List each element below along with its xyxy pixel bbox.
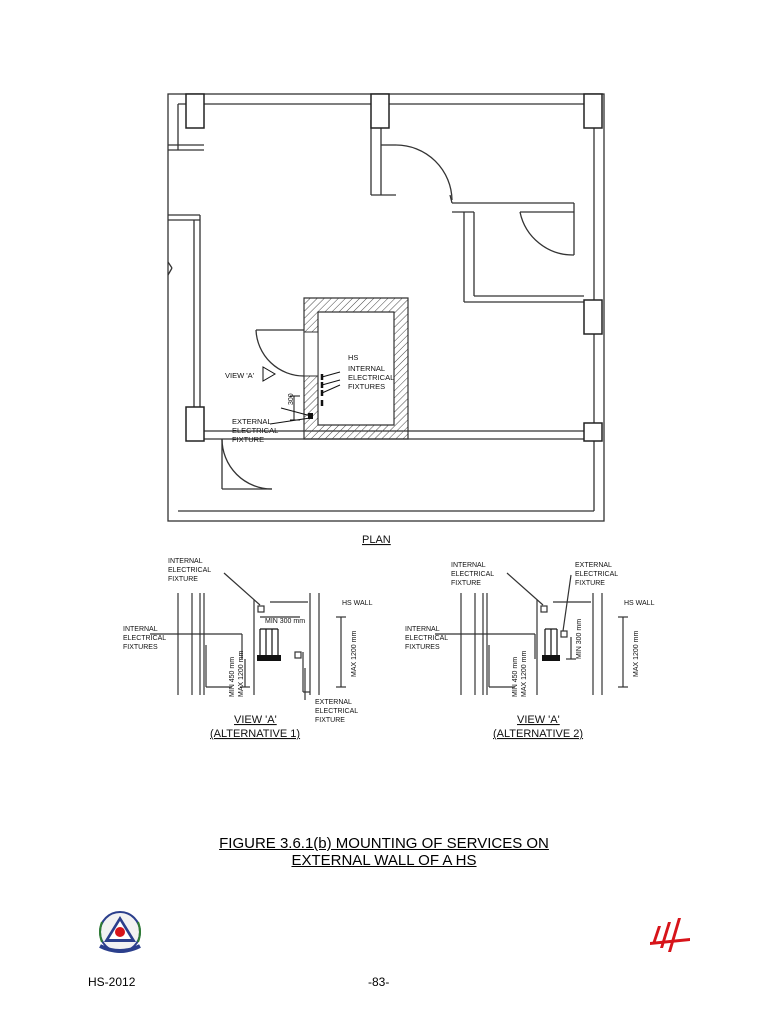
- external-fixture-l3: FIXTURE: [232, 435, 264, 444]
- hs-label: HS: [348, 353, 358, 362]
- alt1-internal-fixtures-l1: INTERNAL: [123, 626, 158, 633]
- alt2-max-1200a: MAX 1200 mm: [521, 651, 528, 697]
- hs-shelter: [303, 297, 409, 440]
- alt2-internal-fixture-l3: FIXTURE: [451, 580, 481, 587]
- alt2-internal-fixtures-l3: FIXTURES: [405, 644, 440, 651]
- internal-fixtures-l3: FIXTURES: [348, 382, 385, 391]
- figure-caption-line1: FIGURE 3.6.1(b) MOUNTING OF SERVICES ON: [219, 835, 549, 852]
- alt1-external-fixture-l2: ELECTRICAL: [315, 708, 358, 715]
- external-fixture-l1: EXTERNAL: [232, 417, 272, 426]
- view-a-alternative-2: INTERNAL ELECTRICAL FIXTURE EXTERNAL ELE…: [405, 562, 655, 740]
- dimension-300: 300: [288, 393, 295, 405]
- alt2-internal-fixtures-l2: ELECTRICAL: [405, 635, 448, 642]
- alt1-internal-fixtures-l3: FIXTURES: [123, 644, 158, 651]
- alt1-max-1200b: MAX 1200 mm: [351, 631, 358, 677]
- alt1-internal-fixture-l2: ELECTRICAL: [168, 567, 211, 574]
- alt1-internal-fixture-l3: FIXTURE: [168, 576, 198, 583]
- alt1-internal-fixtures-l2: ELECTRICAL: [123, 635, 166, 642]
- alt1-internal-fixture-l1: INTERNAL: [168, 558, 203, 565]
- scdf-crest-logo: [99, 911, 141, 953]
- alt2-title: VIEW 'A': [517, 714, 560, 726]
- alt1-external-fixture-l3: FIXTURE: [315, 717, 345, 724]
- alt1-subtitle: (ALTERNATIVE 1): [210, 728, 300, 740]
- alt2-min-300: MIN 300 mm: [576, 619, 583, 659]
- bca-logo: [650, 918, 690, 952]
- alt1-hs-wall: HS WALL: [342, 600, 373, 607]
- figure-caption-line2: EXTERNAL WALL OF A HS: [291, 852, 477, 869]
- alt2-min-450: MIN 450 mm: [512, 657, 519, 697]
- alt2-external-fixture-l1: EXTERNAL: [575, 562, 612, 569]
- floor-plan-drawing: VIEW 'A' HS INTERNAL ELECTRICAL FIXTURES…: [167, 93, 605, 546]
- alt2-internal-fixture-l2: ELECTRICAL: [451, 571, 494, 578]
- alt1-min-450: MIN 450 mm: [229, 657, 236, 697]
- alt2-external-fixture-l3: FIXTURE: [575, 580, 605, 587]
- alt2-internal-fixture-l1: INTERNAL: [451, 562, 486, 569]
- view-a-alternative-1: INTERNAL ELECTRICAL FIXTURE HS WALL MIN …: [123, 558, 373, 740]
- alt2-hs-wall: HS WALL: [624, 600, 655, 607]
- view-a-label: VIEW 'A': [225, 371, 255, 380]
- external-fixture-l2: ELECTRICAL: [232, 426, 278, 435]
- alt2-internal-fixtures-l1: INTERNAL: [405, 626, 440, 633]
- alt1-max-1200a: MAX 1200 mm: [238, 651, 245, 697]
- alt1-external-fixture-l1: EXTERNAL: [315, 699, 352, 706]
- alt2-external-fixture-l2: ELECTRICAL: [575, 571, 618, 578]
- page-number: -83-: [368, 975, 390, 989]
- internal-fixtures-l1: INTERNAL: [348, 364, 385, 373]
- alt2-max-1200b: MAX 1200 mm: [633, 631, 640, 677]
- document-code: HS-2012: [88, 975, 136, 989]
- alt2-subtitle: (ALTERNATIVE 2): [493, 728, 583, 740]
- plan-title: PLAN: [362, 534, 391, 546]
- internal-fixtures-l2: ELECTRICAL: [348, 373, 394, 382]
- alt1-title: VIEW 'A': [234, 714, 277, 726]
- alt1-min-300: MIN 300 mm: [265, 618, 305, 625]
